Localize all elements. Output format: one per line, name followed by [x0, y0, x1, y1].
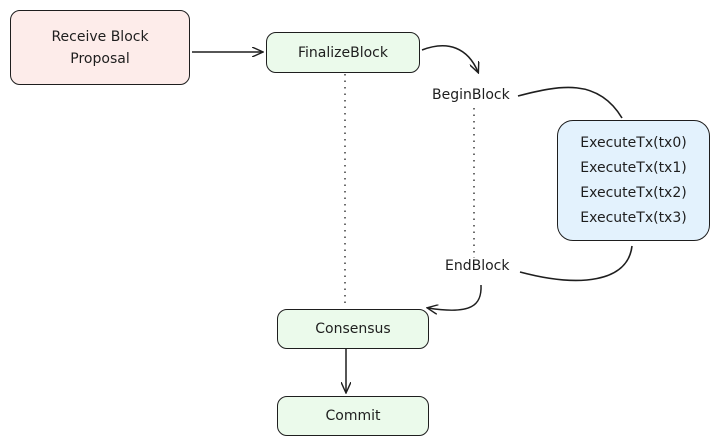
execute-tx2: ExecuteTx(tx2) — [580, 184, 687, 201]
edge-execute-to-endblock — [519, 245, 633, 282]
edge-finalize-to-beginblock — [421, 45, 478, 72]
execute-tx0: ExecuteTx(tx0) — [580, 134, 687, 151]
label-begin-block: BeginBlock — [430, 87, 512, 103]
commit-label: Commit — [325, 408, 381, 424]
node-execute-tx: ExecuteTx(tx0) ExecuteTx(tx1) ExecuteTx(… — [557, 120, 710, 241]
node-consensus: Consensus — [277, 309, 429, 349]
consensus-label: Consensus — [315, 321, 391, 337]
label-end-block: EndBlock — [443, 258, 512, 274]
receive-line-1: Receive Block — [51, 28, 149, 45]
finalize-label: FinalizeBlock — [298, 44, 388, 61]
edge-endblock-to-consensus — [428, 284, 482, 310]
execute-tx3: ExecuteTx(tx3) — [580, 209, 687, 226]
receive-line-2: Proposal — [70, 50, 130, 67]
node-receive-block-proposal: Receive Block Proposal — [10, 10, 190, 85]
node-commit: Commit — [277, 396, 429, 436]
edge-beginblock-to-execute — [517, 86, 623, 119]
execute-tx1: ExecuteTx(tx1) — [580, 159, 687, 176]
node-finalize-block: FinalizeBlock — [266, 32, 420, 73]
